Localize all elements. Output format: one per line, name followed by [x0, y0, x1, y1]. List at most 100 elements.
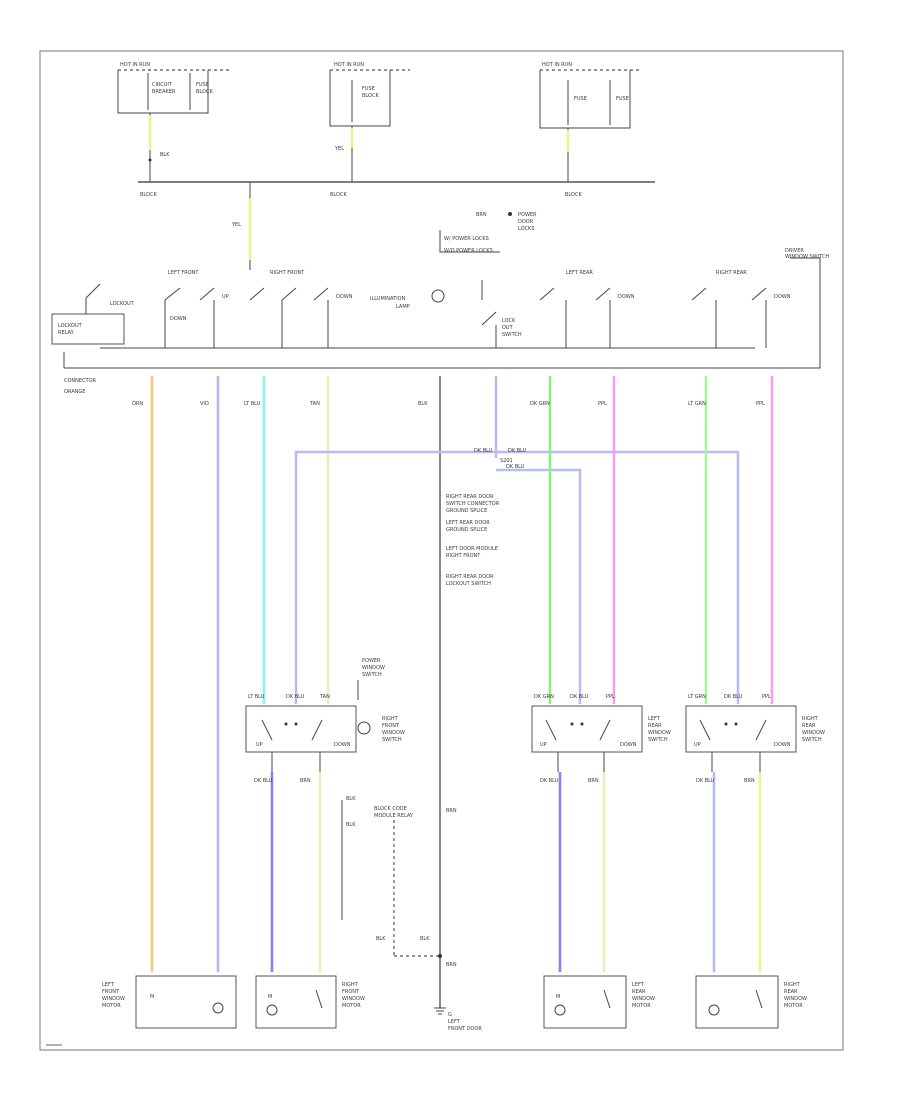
svg-text:RIGHT: RIGHT — [802, 716, 819, 722]
svg-text:POWER: POWER — [362, 658, 381, 664]
svg-text:W/ POWER LOCKS: W/ POWER LOCKS — [444, 236, 489, 242]
svg-text:BLK: BLK — [160, 152, 170, 158]
svg-text:MOTOR: MOTOR — [632, 1003, 651, 1009]
svg-text:DOWN: DOWN — [334, 742, 351, 748]
svg-text:LOCKS: LOCKS — [518, 226, 535, 232]
svg-text:G: G — [448, 1012, 452, 1018]
svg-text:DK BLU: DK BLU — [540, 778, 559, 784]
svg-text:DK BLU: DK BLU — [570, 694, 589, 700]
right-front-door-switch: LT BLU DK BLU TAN UP DOWN RIGHT FRONT WI… — [245, 658, 405, 772]
svg-text:LT BLU: LT BLU — [244, 401, 261, 407]
svg-text:RELAY: RELAY — [58, 330, 75, 336]
svg-text:LOCKOUT: LOCKOUT — [110, 301, 135, 307]
fuse-block-left: HOT IN RUN CIRCUIT BREAKER FUSE BLOCK BL… — [117, 62, 230, 182]
left-rear-window-motor: LEFT REAR WINDOW MOTOR M — [543, 975, 655, 1029]
right-front-window-motor: RIGHT FRONT WINDOW MOTOR M — [255, 975, 365, 1029]
svg-text:ORN: ORN — [132, 401, 143, 407]
svg-text:S201: S201 — [500, 458, 513, 464]
svg-text:HOT IN RUN: HOT IN RUN — [120, 62, 150, 68]
svg-text:BLOCK: BLOCK — [330, 192, 347, 198]
svg-text:LOCKOUT SWITCH: LOCKOUT SWITCH — [446, 581, 491, 587]
svg-text:UP: UP — [694, 742, 701, 748]
svg-text:YEL: YEL — [334, 146, 344, 152]
svg-text:BLOCK: BLOCK — [140, 192, 157, 198]
svg-text:HOT IN RUN: HOT IN RUN — [334, 62, 364, 68]
wiring-harness: ORN VIO LT BLU TAN BLK DK BLU DK BLU DK … — [132, 376, 774, 990]
svg-text:MODULE RELAY: MODULE RELAY — [374, 813, 414, 819]
svg-text:RIGHT REAR DOOR: RIGHT REAR DOOR — [446, 574, 494, 580]
svg-text:YEL: YEL — [231, 222, 241, 228]
svg-text:LT BLU: LT BLU — [248, 694, 265, 700]
svg-text:REAR: REAR — [632, 989, 646, 995]
svg-text:MOTOR: MOTOR — [102, 1003, 121, 1009]
svg-text:ILLUMINATION: ILLUMINATION — [370, 296, 405, 302]
svg-text:FUSE: FUSE — [362, 86, 375, 92]
svg-text:DK GRN: DK GRN — [534, 694, 554, 700]
svg-text:DOWN: DOWN — [336, 294, 353, 300]
svg-text:SWITCH: SWITCH — [648, 737, 668, 743]
svg-text:FRONT: FRONT — [102, 989, 120, 995]
svg-text:M: M — [268, 994, 272, 1000]
svg-text:SWITCH: SWITCH — [502, 332, 522, 338]
svg-text:LEFT: LEFT — [102, 982, 115, 988]
svg-text:DOWN: DOWN — [774, 294, 791, 300]
svg-text:GROUND SPLICE: GROUND SPLICE — [446, 508, 487, 514]
svg-text:DK BLU: DK BLU — [696, 778, 715, 784]
svg-text:TAN: TAN — [319, 694, 330, 700]
splice-notes: RIGHT REAR DOOR SWITCH CONNECTOR GROUND … — [446, 494, 500, 587]
svg-text:LEFT: LEFT — [648, 716, 661, 722]
svg-text:MOTOR: MOTOR — [342, 1003, 361, 1009]
svg-text:BLK: BLK — [376, 936, 386, 942]
svg-text:REAR: REAR — [648, 723, 662, 729]
svg-text:RIGHT FRONT: RIGHT FRONT — [270, 270, 305, 276]
svg-text:PPL: PPL — [598, 401, 607, 407]
svg-text:BLK: BLK — [420, 936, 430, 942]
svg-text:FUSE: FUSE — [616, 96, 629, 102]
svg-text:BRN: BRN — [446, 808, 457, 814]
svg-text:GROUND SPLICE: GROUND SPLICE — [446, 527, 487, 533]
svg-text:WINDOW: WINDOW — [784, 996, 807, 1002]
left-front-window-motor: LEFT FRONT WINDOW MOTOR M — [102, 975, 237, 1029]
svg-text:SWITCH CONNECTOR: SWITCH CONNECTOR — [446, 501, 500, 507]
svg-text:BRN: BRN — [744, 778, 755, 784]
svg-text:REAR: REAR — [802, 723, 816, 729]
svg-text:BRN: BRN — [300, 778, 311, 784]
svg-text:LEFT: LEFT — [632, 982, 645, 988]
svg-text:LOCK: LOCK — [502, 318, 516, 324]
svg-text:RIGHT: RIGHT — [342, 982, 359, 988]
svg-text:LT GRN: LT GRN — [688, 401, 706, 407]
svg-text:RIGHT FRONT: RIGHT FRONT — [446, 553, 481, 559]
svg-text:OUT: OUT — [502, 325, 514, 331]
svg-text:TAN: TAN — [309, 401, 320, 407]
motor-wiring: DK BLU BRN BLK BLK BLOCK CODE MODULE REL… — [254, 772, 762, 972]
svg-text:UP: UP — [222, 294, 229, 300]
svg-text:BRN: BRN — [476, 212, 487, 218]
svg-text:FUSE: FUSE — [196, 82, 209, 88]
svg-text:DK BLU: DK BLU — [286, 694, 305, 700]
right-rear-window-motor: RIGHT REAR WINDOW MOTOR — [695, 975, 807, 1029]
svg-text:CONNECTOR: CONNECTOR — [64, 378, 97, 384]
svg-text:UP: UP — [256, 742, 263, 748]
svg-text:RIGHT REAR DOOR: RIGHT REAR DOOR — [446, 494, 494, 500]
svg-text:BLOCK: BLOCK — [565, 192, 582, 198]
svg-text:BRN: BRN — [446, 962, 457, 968]
diagram-frame — [39, 50, 844, 1051]
svg-text:W/O POWER LOCKS: W/O POWER LOCKS — [444, 248, 493, 254]
svg-text:SWITCH: SWITCH — [362, 672, 382, 678]
left-rear-door-switch: DK GRN DK BLU PPL UP DOWN LEFT REAR WIND… — [531, 694, 671, 772]
svg-text:BREAKER: BREAKER — [152, 89, 176, 95]
svg-text:DK BLU: DK BLU — [724, 694, 743, 700]
svg-text:M: M — [150, 994, 154, 1000]
svg-text:DK BLU: DK BLU — [474, 448, 493, 454]
svg-text:DK BLU: DK BLU — [254, 778, 273, 784]
svg-text:LEFT FRONT: LEFT FRONT — [168, 270, 199, 276]
svg-text:DOWN: DOWN — [618, 294, 635, 300]
svg-text:POWER: POWER — [518, 212, 537, 218]
svg-text:UP: UP — [540, 742, 547, 748]
right-rear-door-switch: LT GRN DK BLU PPL UP DOWN RIGHT REAR WIN… — [685, 694, 825, 772]
svg-text:PPL: PPL — [606, 694, 615, 700]
svg-text:REAR: REAR — [784, 989, 798, 995]
fuse-block-right: HOT IN RUN FUSE FUSE — [539, 62, 640, 182]
svg-text:MOTOR: MOTOR — [784, 1003, 803, 1009]
